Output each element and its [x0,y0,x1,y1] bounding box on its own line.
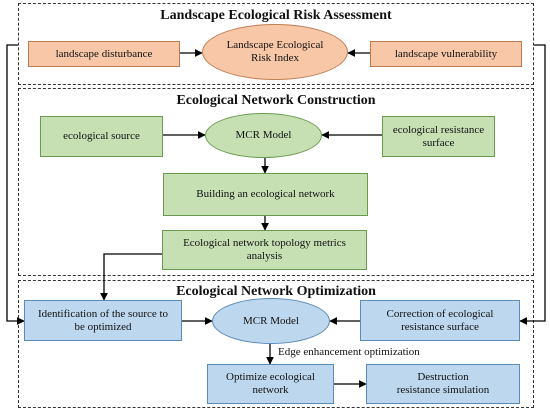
identify-source-box: Identification of the source to be optim… [24,300,182,341]
landscape-vulnerability-box: landscape vulnerability [370,41,522,67]
ecological-resistance-surface-box: ecological resistance surface [382,116,495,157]
loop-right-index-to-correction [519,44,546,325]
network-construction-panel: Ecological Network Construction [18,88,534,276]
optimize-network-box: Optimize ecological network [207,364,334,404]
topology-metrics-box: Ecological network topology metrics anal… [162,230,367,270]
ecological-source-box: ecological source [40,116,163,157]
mcr-model-ellipse-construction: MCR Model [205,113,322,158]
loop-left-index-to-identify [6,44,25,325]
risk-assessment-panel: Landscape Ecological Risk Assessment [18,3,534,85]
destruction-resistance-box: Destruction resistance simulation [366,364,520,404]
landscape-disturbance-box: landscape disturbance [28,41,180,67]
arrow-topology-to-identify [100,253,162,301]
network-optimization-title: Ecological Network Optimization [176,284,376,299]
edge-enhancement-label: Edge enhancement optimization [278,346,420,358]
correction-resistance-box: Correction of ecological resistance surf… [360,300,520,341]
network-construction-title: Ecological Network Construction [176,93,376,108]
risk-index-ellipse: Landscape Ecological Risk Index [202,24,348,80]
risk-assessment-title: Landscape Ecological Risk Assessment [160,8,392,23]
mcr-model-ellipse-optimization: MCR Model [212,298,330,344]
building-network-box: Building an ecological network [163,173,368,216]
network-optimization-panel: Ecological Network Optimization [18,280,534,408]
